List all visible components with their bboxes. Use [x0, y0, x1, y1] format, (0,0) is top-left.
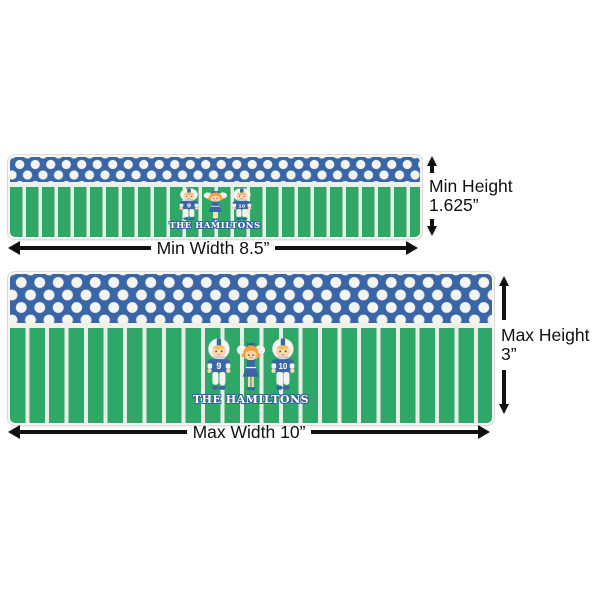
arrow-line — [20, 246, 151, 250]
arrow-down-icon — [499, 370, 509, 414]
min-width-dimension-arrow: Min Width 8.5” — [8, 238, 418, 258]
arrow-up-icon — [499, 276, 509, 320]
arrow-line — [20, 430, 187, 434]
min-width-label: Min Width 8.5” — [156, 238, 270, 258]
band-divider — [10, 323, 492, 328]
jersey-number-left: 9 — [216, 361, 221, 371]
arrow-line — [275, 246, 406, 250]
jersey-number-right: 10 — [238, 204, 245, 209]
min-size-banner-preview: 9 10 THE HAMILTONS — [8, 155, 422, 239]
min-height-label: Min Height — [429, 176, 513, 196]
max-height-label: Max Height — [501, 325, 590, 345]
max-width-dimension-arrow: Max Width 10” — [8, 422, 490, 442]
arrow-right-icon — [406, 241, 418, 255]
arrow-right-icon — [478, 425, 490, 439]
football-field-stripes: 9 10 THE HAMILTONS — [10, 328, 492, 423]
cheerleader-icon — [202, 189, 228, 222]
arrow-down-icon — [427, 219, 437, 236]
football-player-right-icon: 10 — [270, 338, 296, 391]
football-player-right-icon: 10 — [231, 188, 252, 221]
arrow-left-icon — [8, 425, 20, 439]
team-name-text: THE HAMILTONS — [169, 221, 261, 231]
max-height-value: 3” — [501, 344, 517, 364]
polka-dot-band — [10, 274, 492, 323]
characters-group: 9 10 THE HAMILTONS — [169, 188, 260, 231]
max-height-dimension-annotation: Max Height 3” — [498, 276, 590, 414]
football-player-left-icon: 9 — [178, 188, 199, 221]
football-player-left-icon: 9 — [206, 338, 232, 391]
arrow-left-icon — [8, 241, 20, 255]
polka-dot-band — [10, 157, 420, 182]
football-field-stripes: 9 10 THE HAMILTONS — [10, 187, 420, 237]
max-size-banner-preview: 9 10 THE HAMILTONS — [8, 272, 494, 425]
jersey-number-left: 9 — [186, 203, 191, 209]
jersey-number-right: 10 — [279, 362, 288, 371]
arrow-line — [311, 430, 478, 434]
cheerleader-icon — [235, 340, 267, 392]
arrow-up-icon — [427, 156, 437, 173]
characters-illustration: 9 10 — [206, 338, 296, 392]
team-name-text: THE HAMILTONS — [192, 393, 310, 406]
min-height-value: 1.625” — [429, 195, 479, 215]
characters-illustration: 9 10 — [178, 188, 252, 222]
characters-group: 9 10 THE HAMILTONS — [193, 338, 309, 406]
max-width-label: Max Width 10” — [192, 422, 306, 442]
min-height-dimension-annotation: Min Height 1.625” — [426, 156, 513, 236]
band-divider — [10, 182, 420, 187]
